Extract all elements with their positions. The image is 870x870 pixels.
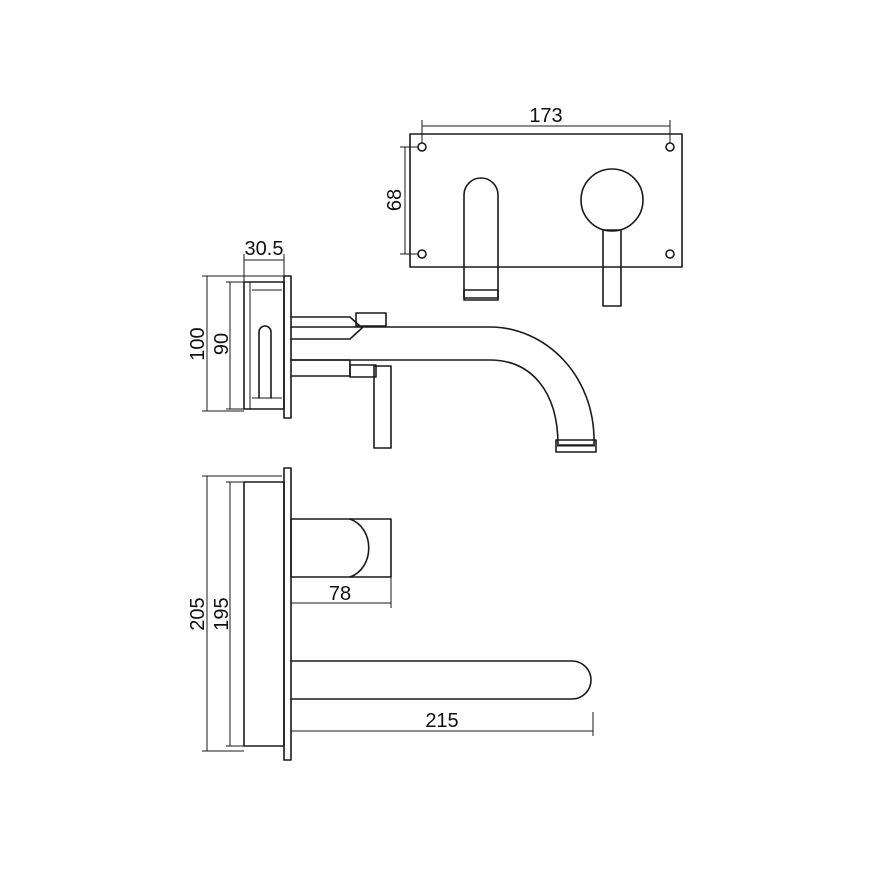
side-handle-base bbox=[290, 359, 351, 377]
side-handle-body bbox=[290, 316, 363, 340]
side-lever bbox=[373, 365, 392, 449]
side-cover-plate bbox=[283, 275, 292, 419]
side-lever-stem bbox=[349, 364, 377, 378]
dim-100-label: 100 bbox=[187, 327, 209, 360]
screw-hole-top-right bbox=[665, 142, 675, 152]
top-handle-body bbox=[290, 518, 392, 578]
top-cover-plate bbox=[283, 467, 292, 761]
front-handle-lever bbox=[602, 229, 622, 307]
dim-173-label: 173 bbox=[529, 105, 562, 127]
dim-90-label: 90 bbox=[211, 333, 233, 355]
dim-195-label: 195 bbox=[211, 597, 233, 630]
top-wall-box bbox=[243, 481, 285, 747]
side-handle-cap bbox=[355, 312, 387, 327]
screw-hole-top-left bbox=[417, 142, 427, 152]
dim-78-label: 78 bbox=[329, 583, 351, 605]
side-view: 30.5 100 90 bbox=[187, 238, 597, 453]
dim-215-label: 215 bbox=[425, 710, 458, 732]
top-handle-curve bbox=[349, 518, 370, 578]
front-spout-aerator bbox=[463, 289, 499, 301]
top-spout bbox=[290, 660, 592, 700]
front-handle-rosette bbox=[580, 168, 644, 232]
top-view: 78 215 205 195 bbox=[187, 467, 594, 761]
side-box-slot bbox=[258, 325, 272, 399]
front-plate bbox=[409, 133, 683, 268]
dim-205-label: 205 bbox=[187, 597, 209, 630]
front-view: 173 68 bbox=[384, 105, 683, 307]
side-spout bbox=[290, 326, 595, 446]
screw-hole-bottom-left bbox=[417, 249, 427, 259]
dim-30-5-label: 30.5 bbox=[245, 238, 284, 260]
screw-hole-bottom-right bbox=[665, 249, 675, 259]
dim-68-label: 68 bbox=[384, 189, 406, 211]
front-spout bbox=[463, 177, 499, 299]
side-spout-aerator bbox=[555, 439, 597, 453]
